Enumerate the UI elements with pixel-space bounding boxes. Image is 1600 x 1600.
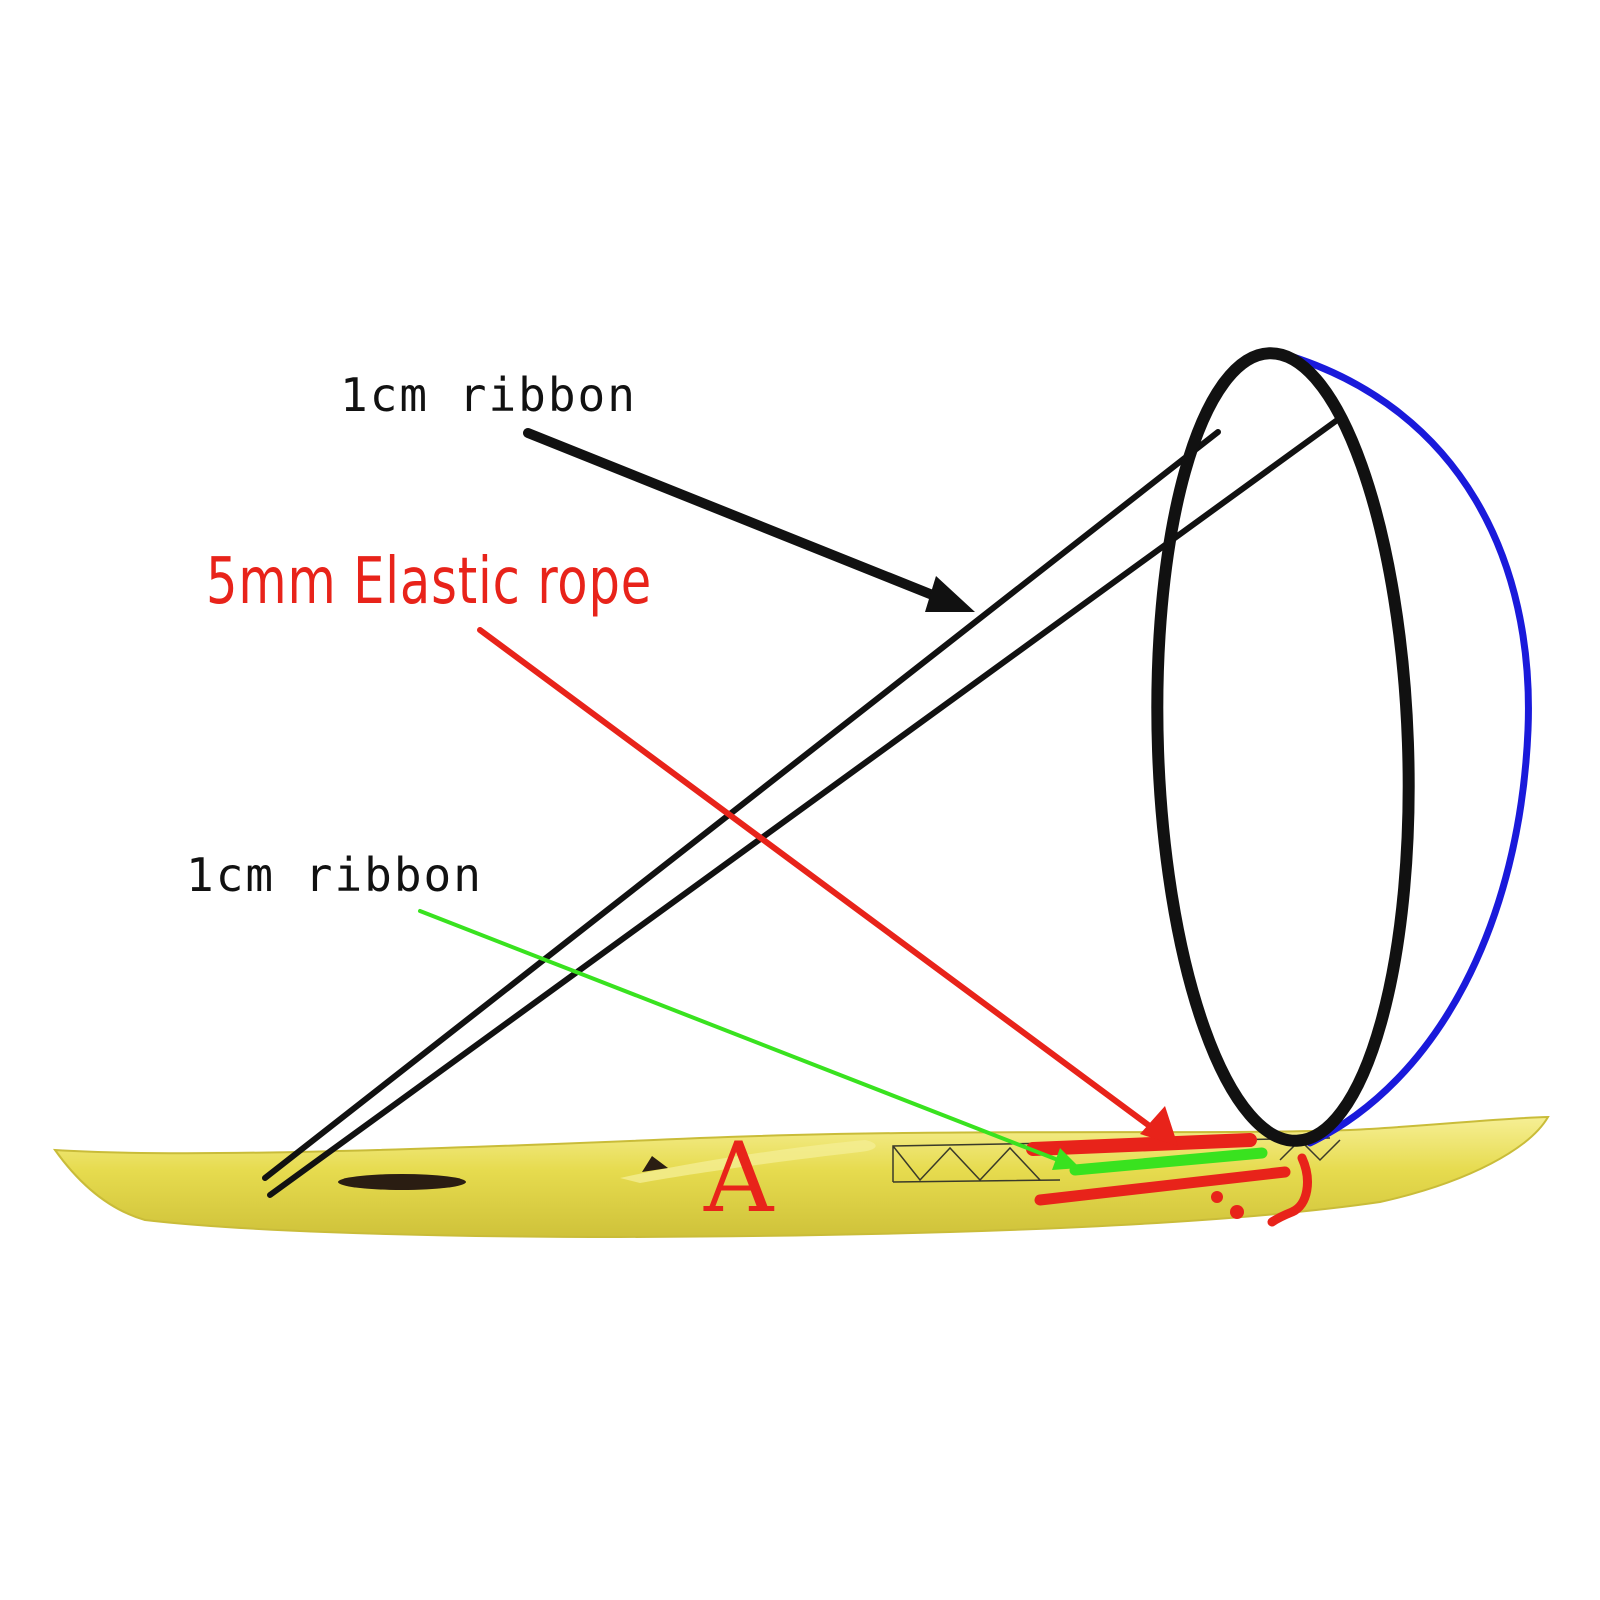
kayak-mark-a: A	[704, 1122, 774, 1234]
support-poles	[262, 415, 1343, 1198]
kayak-hatch	[338, 1174, 466, 1190]
elastic-dot-2	[1230, 1205, 1244, 1219]
arrow-ribbon-top-shaft	[523, 428, 950, 605]
hoop-ring	[1151, 347, 1415, 1147]
elastic-hook	[1267, 1153, 1312, 1227]
elastic-rope-label: 5mm Elastic rope	[206, 545, 653, 619]
pole-upper	[262, 429, 1221, 1181]
arrow-elastic-shaft	[477, 627, 1158, 1133]
ribbon-strap	[1069, 1147, 1268, 1176]
elastic-strap-top	[1026, 1133, 1257, 1156]
elastic-dot-1	[1211, 1191, 1223, 1203]
kayak-deck-lacing	[892, 1137, 1341, 1183]
kayak-deck-highlight	[620, 1140, 876, 1183]
arrow-elastic-head	[1140, 1106, 1178, 1146]
ribbon-bottom-label: 1cm ribbon	[186, 848, 483, 902]
hoop-back-arc	[1286, 352, 1532, 1147]
elastic-strap-lower	[1034, 1166, 1291, 1206]
ribbon-top-label: 1cm ribbon	[340, 368, 637, 422]
pole-lower	[267, 415, 1343, 1198]
pointer-arrows	[418, 428, 1178, 1170]
arrow-ribbon-top-head	[925, 576, 975, 612]
kayak-seat-back	[642, 1156, 668, 1172]
deck-straps	[1026, 1133, 1312, 1227]
arrow-ribbon-bottom-head	[1052, 1148, 1080, 1170]
arrow-ribbon-bottom-shaft	[418, 909, 1060, 1162]
